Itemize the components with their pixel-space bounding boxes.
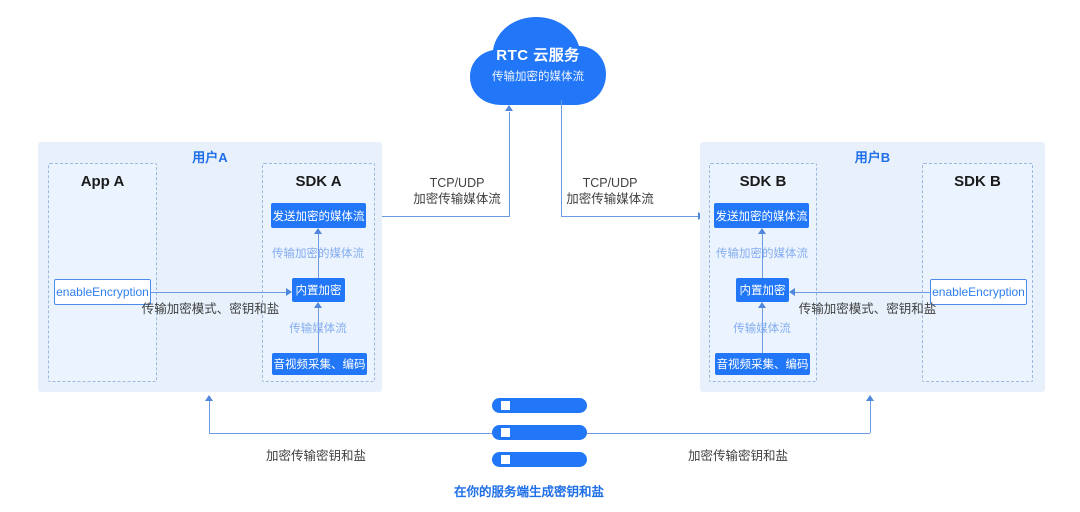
server-caption: 在你的服务端生成密钥和盐 <box>453 485 604 499</box>
mode-label-a: 传输加密模式、密钥和盐 <box>141 302 280 316</box>
key-link-right-hline <box>587 433 870 434</box>
arrowhead-encrypt-to-send-b <box>758 228 766 234</box>
key-label-right: 加密传输密钥和盐 <box>687 449 788 463</box>
stream-label-b: 传输媒体流 <box>733 323 791 335</box>
send-stream-box-a: 发送加密的媒体流 <box>271 203 366 228</box>
cloud-icon <box>470 17 606 105</box>
key-label-left: 加密传输密钥和盐 <box>265 449 366 463</box>
key-link-left-vline <box>209 401 210 433</box>
capture-encode-box-a: 音视频采集、编码 <box>272 353 367 375</box>
server-icon-led-3 <box>501 455 510 464</box>
encrypted-stream-label-b: 传输加密的媒体流 <box>716 248 808 260</box>
enable-encryption-box-b: enableEncryption <box>930 279 1027 305</box>
enable-to-encrypt-line-b <box>795 292 930 293</box>
arrowhead-key-into-user-b <box>866 395 874 401</box>
server-icon-led-1 <box>501 401 510 410</box>
link-cloud-to-b-hline <box>561 216 698 217</box>
capture-to-encrypt-line-a <box>318 308 319 353</box>
server-icon-row-2 <box>492 425 587 440</box>
server-icon-row-3 <box>492 452 587 467</box>
tcp-label-left: TCP/UDP 加密传输媒体流 <box>397 175 517 207</box>
app-b-box <box>922 163 1033 382</box>
app-a-box <box>48 163 157 382</box>
app-a-title: App A <box>80 173 125 190</box>
cloud-subtitle: 传输加密的媒体流 <box>492 71 584 83</box>
tcp-label-right-line1: TCP/UDP <box>582 176 638 190</box>
send-stream-box-b: 发送加密的媒体流 <box>714 203 809 228</box>
mode-label-b: 传输加密模式、密钥和盐 <box>798 302 937 316</box>
encrypted-stream-label-a: 传输加密的媒体流 <box>272 248 364 260</box>
tcp-label-right-line2: 加密传输媒体流 <box>566 192 654 206</box>
enable-encryption-box-a: enableEncryption <box>54 279 151 305</box>
arrowhead-enable-to-encrypt-b <box>789 288 795 296</box>
arrowhead-encrypt-to-send-a <box>314 228 322 234</box>
stream-label-a: 传输媒体流 <box>289 323 347 335</box>
arrowhead-into-cloud <box>505 105 513 111</box>
tcp-label-right: TCP/UDP 加密传输媒体流 <box>550 175 670 207</box>
sdk-b-box <box>709 163 817 382</box>
arrowhead-capture-to-encrypt-b <box>758 302 766 308</box>
arrowhead-key-into-user-a <box>205 395 213 401</box>
capture-encode-box-b: 音视频采集、编码 <box>715 353 810 375</box>
sdk-a-title: SDK A <box>295 173 342 190</box>
builtin-encrypt-box-a: 内置加密 <box>292 278 345 302</box>
server-icon-led-2 <box>501 428 510 437</box>
cloud-title: RTC 云服务 <box>496 47 580 64</box>
link-a-to-cloud-hline <box>365 216 510 217</box>
sdk-b-title: SDK B <box>739 173 787 190</box>
app-b-title: SDK B <box>954 173 1001 190</box>
arrowhead-enable-to-encrypt-a <box>286 288 292 296</box>
user-b-title: 用户B <box>854 150 891 165</box>
link-a-to-cloud-vline <box>509 112 510 216</box>
builtin-encrypt-box-b: 内置加密 <box>736 278 789 302</box>
key-link-left-hline <box>209 433 492 434</box>
encrypt-to-send-line-b <box>762 234 763 278</box>
encrypt-to-send-line-a <box>318 234 319 278</box>
tcp-label-left-line1: TCP/UDP <box>429 176 485 190</box>
server-icon <box>492 398 587 413</box>
arrowhead-capture-to-encrypt-a <box>314 302 322 308</box>
capture-to-encrypt-line-b <box>762 308 763 353</box>
key-link-right-vline <box>870 401 871 433</box>
link-cloud-to-b-vline <box>561 100 562 216</box>
user-a-title: 用户A <box>192 150 228 165</box>
enable-to-encrypt-line-a <box>151 292 286 293</box>
tcp-label-left-line2: 加密传输媒体流 <box>413 192 501 206</box>
